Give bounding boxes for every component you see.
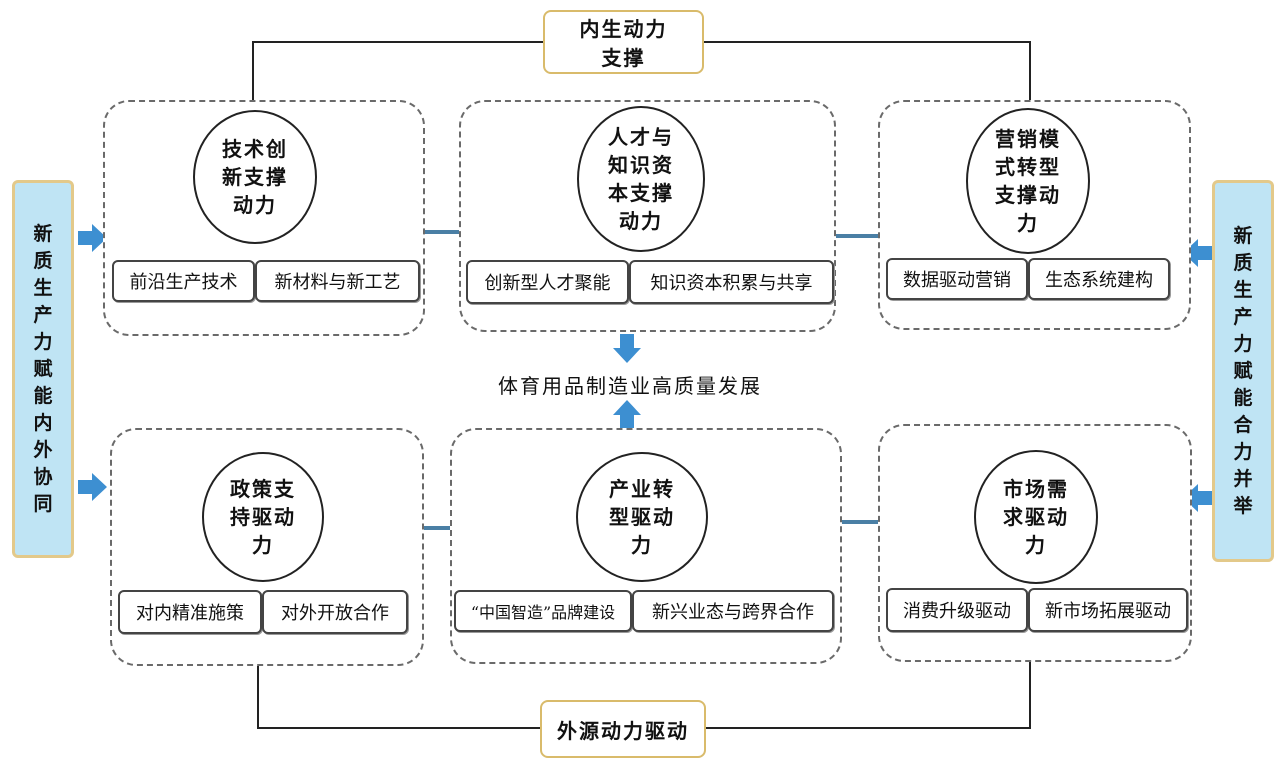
left-sidebar-label: 新质生产力赋能内外协同 (33, 222, 53, 515)
talent-line2: 知识资 (608, 153, 674, 177)
marketing-line3: 支撑动 (995, 183, 1061, 207)
bottom-box-label: 外源动力驱动 (557, 718, 689, 743)
marketing-ellipse: 营销模 式转型 支撑动 力 (966, 108, 1090, 254)
market-line2: 求驱动 (1003, 505, 1069, 529)
group-talent-knowledge: 人才与 知识资 本支撑 动力 创新型人才聚能 知识资本积累与共享 (459, 100, 836, 332)
tag-consumption-upgrade: 消费升级驱动 (886, 588, 1028, 632)
tech-innovation-ellipse: 技术创 新支撑 动力 (193, 110, 317, 244)
tag-frontier-production-tech: 前沿生产技术 (112, 260, 255, 302)
up-arrow-icon (613, 400, 641, 429)
industry-line1: 产业转 (609, 477, 675, 501)
marketing-line2: 式转型 (995, 155, 1061, 179)
policy-line2: 持驱动 (230, 505, 296, 529)
tag-internal-precise-policy: 对内精准施策 (118, 590, 262, 634)
right-arrow-lower-icon (1183, 484, 1212, 512)
group-policy-support: 政策支 持驱动 力 对内精准施策 对外开放合作 (110, 428, 424, 666)
down-arrow-icon (613, 334, 641, 363)
market-line1: 市场需 (1003, 477, 1069, 501)
tag-emerging-formats-crossover: 新兴业态与跨界合作 (632, 590, 834, 632)
tag-new-materials: 新材料与新工艺 (255, 260, 420, 302)
tag-knowledge-capital: 知识资本积累与共享 (629, 260, 834, 304)
group-market-demand: 市场需 求驱动 力 消费升级驱动 新市场拓展驱动 (878, 424, 1192, 662)
group-industry-transformation: 产业转 型驱动 力 “中国智造”品牌建设 新兴业态与跨界合作 (450, 428, 842, 664)
group-marketing-transformation: 营销模 式转型 支撑动 力 数据驱动营销 生态系统建构 (878, 100, 1191, 330)
talent-line4: 动力 (619, 209, 663, 233)
tag-data-driven-marketing: 数据驱动营销 (886, 258, 1028, 300)
tag-innovative-talent: 创新型人才聚能 (466, 260, 629, 304)
center-title: 体育用品制造业高质量发展 (498, 374, 762, 398)
left-sidebar: 新质生产力赋能内外协同 (12, 180, 74, 558)
tag-external-open-cooperation: 对外开放合作 (262, 590, 408, 634)
industry-ellipse: 产业转 型驱动 力 (576, 452, 708, 582)
policy-line1: 政策支 (230, 477, 296, 501)
group-tech-innovation: 技术创 新支撑 动力 前沿生产技术 新材料与新工艺 (103, 100, 425, 336)
top-box-line1: 内生动力 (579, 17, 668, 41)
market-ellipse: 市场需 求驱动 力 (974, 450, 1098, 584)
industry-line2: 型驱动 (609, 505, 675, 529)
marketing-line4: 力 (1017, 211, 1039, 235)
tech-line3: 动力 (233, 193, 277, 217)
marketing-line1: 营销模 (995, 127, 1061, 151)
right-sidebar: 新质生产力赋能合力并举 (1212, 180, 1274, 562)
tech-line2: 新支撑 (222, 165, 288, 189)
market-line3: 力 (1025, 533, 1047, 557)
policy-ellipse: 政策支 持驱动 力 (202, 452, 324, 582)
tag-china-smart-manufacturing-brand: “中国智造”品牌建设 (454, 590, 632, 632)
right-arrow-upper-icon (1183, 239, 1212, 267)
tag-new-market-expansion: 新市场拓展驱动 (1028, 588, 1188, 632)
talent-knowledge-ellipse: 人才与 知识资 本支撑 动力 (577, 106, 705, 252)
left-arrow-upper-icon (78, 224, 107, 252)
tag-ecosystem-construction: 生态系统建构 (1028, 258, 1170, 300)
right-sidebar-label: 新质生产力赋能合力并举 (1233, 224, 1253, 517)
top-box-line2: 支撑 (601, 46, 646, 70)
policy-line3: 力 (252, 533, 274, 557)
inner-driving-force-box: 内生动力 支撑 (543, 10, 704, 74)
left-arrow-lower-icon (78, 473, 107, 501)
external-driving-force-box: 外源动力驱动 (540, 700, 706, 758)
tech-line1: 技术创 (222, 137, 288, 161)
talent-line1: 人才与 (608, 125, 674, 149)
talent-line3: 本支撑 (608, 181, 674, 205)
industry-line3: 力 (631, 533, 653, 557)
